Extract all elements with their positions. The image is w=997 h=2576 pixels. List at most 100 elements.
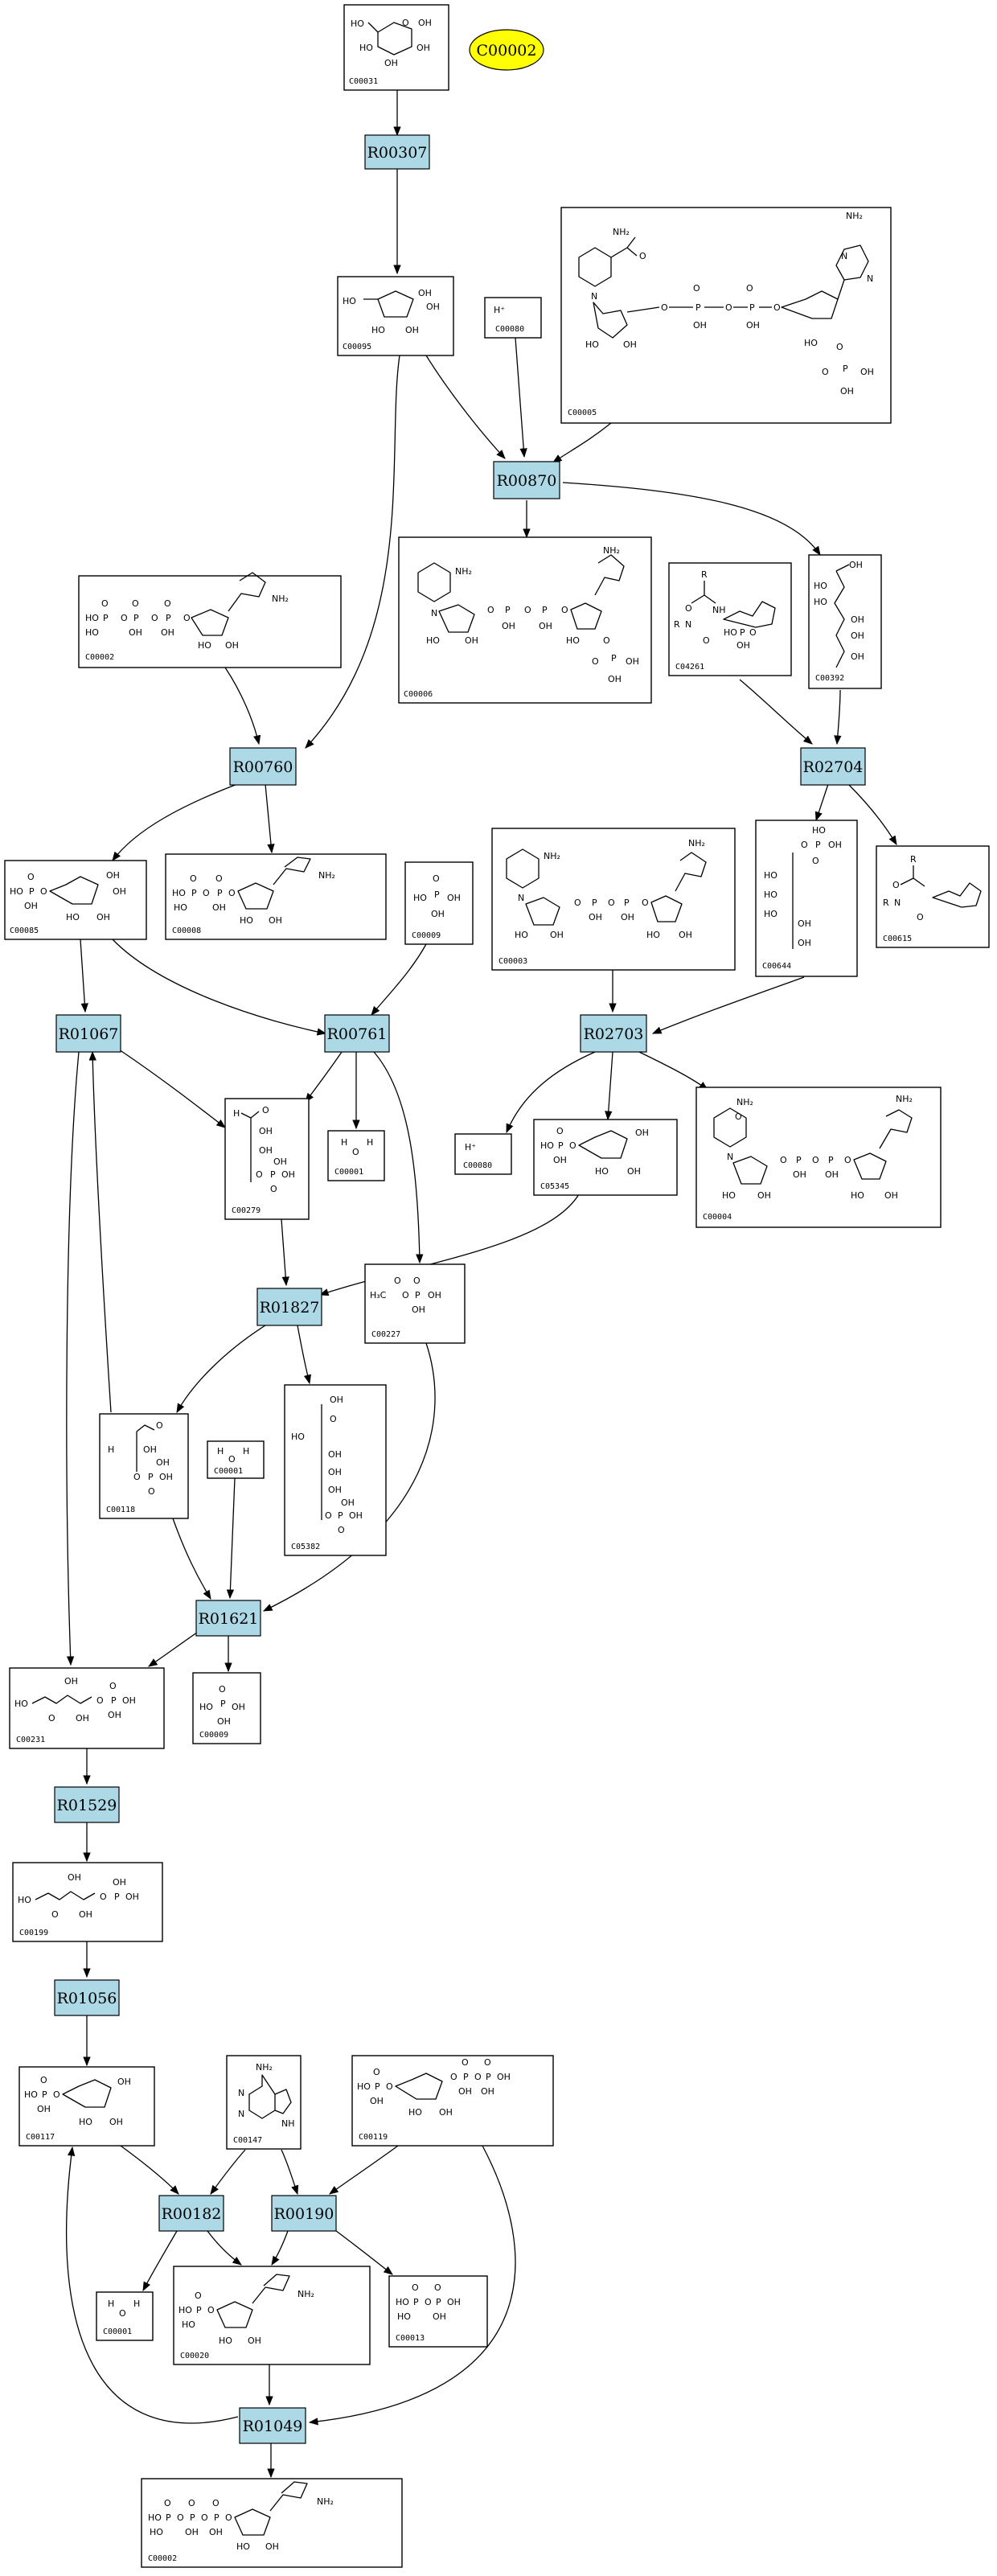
- compound-c00031[interactable]: O OH HO HO OH OH C00031: [343, 4, 449, 91]
- compound-c00147[interactable]: NH₂ N N NH C00147: [226, 2055, 302, 2150]
- atom-label: O: [177, 2512, 184, 2523]
- atom-label: NH₂: [318, 870, 335, 881]
- reaction-r01056[interactable]: R01056: [54, 1979, 120, 2016]
- proton-text: H⁺: [465, 1142, 476, 1152]
- compound-c00004[interactable]: NH₂ O N HO OH O P OH O P OH O NH₂ HO OH …: [695, 1087, 942, 1228]
- reaction-r00760[interactable]: R00760: [229, 747, 297, 786]
- compound-c00008[interactable]: HO P O P O O O HO OH NH₂ HO OH C00008: [165, 853, 387, 940]
- atom-label: H: [233, 1108, 240, 1119]
- compound-c00005[interactable]: NH₂ O N HO OH O P OH O O P OH O O: [560, 207, 892, 424]
- atom-label: O: [746, 283, 753, 294]
- atom-label: NH₂: [846, 211, 863, 221]
- edge-c00119-r00190: [329, 2145, 399, 2195]
- reaction-r01067[interactable]: R01067: [55, 1014, 121, 1053]
- atom-label: P: [749, 302, 755, 313]
- compound-c00006[interactable]: NH₂ N HO OH O P OH O P OH O NH₂ HO O P O…: [398, 536, 652, 704]
- compound-c00615[interactable]: R O R N O C00615: [876, 845, 990, 948]
- compound-c00002-bottom[interactable]: HO P O P O P O O O O HO OH OH NH₂ HO OH …: [141, 2478, 403, 2568]
- atom-label: HO: [764, 909, 777, 919]
- atom-label: O: [749, 627, 757, 638]
- compound-c00001-upper[interactable]: H O H C00001: [327, 1130, 385, 1181]
- compound-c00199[interactable]: HO OH O OH O P OH OH C00199: [12, 1862, 163, 1942]
- compound-label: C00199: [19, 1929, 48, 1937]
- atom-label: P: [558, 1140, 564, 1151]
- compound-c00119[interactable]: HO P O O OH O P O P OH O O OH OH HO OH C…: [351, 2055, 554, 2147]
- reaction-r00182[interactable]: R00182: [158, 2195, 224, 2232]
- compound-c00009-lower[interactable]: O P HO OH OH C00009: [192, 1672, 261, 1744]
- edge-c00002a-r00760: [224, 667, 261, 746]
- compound-c00013[interactable]: HO P O P OH O O HO OH C00013: [388, 2275, 488, 2348]
- compound-label: C00001: [334, 1168, 363, 1177]
- atom-label: P: [190, 2512, 195, 2523]
- compound-c00001-middle[interactable]: H O H C00001: [207, 1440, 265, 1479]
- reaction-r00761[interactable]: R00761: [324, 1014, 390, 1053]
- atp-structure-icon: HO P O P O P O O O O HO OH OH NH₂ HO OH: [148, 2481, 334, 2552]
- atom-label: O: [450, 2072, 457, 2082]
- atom-label: HO: [10, 886, 23, 897]
- atom-label: O: [642, 898, 649, 908]
- compound-c00279[interactable]: H O OH OH OH O P OH O C00279: [224, 1098, 310, 1220]
- atom-label: O: [121, 613, 128, 623]
- reaction-r00870[interactable]: R00870: [493, 461, 560, 499]
- atom-label: P: [166, 613, 171, 623]
- atom-label: O: [524, 605, 531, 615]
- reaction-r01621[interactable]: R01621: [195, 1600, 261, 1637]
- atom-label: HO: [24, 2089, 38, 2100]
- edge-c00279-r01827: [281, 1218, 289, 1287]
- compound-c00095[interactable]: HO OH OH HO OH C00095: [337, 276, 454, 356]
- water-structure-icon: H O H: [108, 2299, 140, 2319]
- atom-label: OH: [793, 1169, 806, 1180]
- compound-c00020[interactable]: HO P O O HO NH₂ HO OH C00020: [173, 2266, 371, 2365]
- compound-c00392[interactable]: OH HO HO OH OH OH C00392: [808, 554, 882, 689]
- compound-c00085[interactable]: HO P O O OH OH OH HO OH C00085: [4, 860, 147, 940]
- compound-c04261[interactable]: R O NH R N O HO P O OH C04261: [668, 562, 792, 676]
- compound-c00080-lower[interactable]: H⁺ C00080: [454, 1133, 512, 1175]
- atom-label: OH: [273, 1157, 287, 1167]
- compound-c00117[interactable]: HO P O O OH OH HO OH C00117: [18, 2066, 155, 2147]
- compound-c00003[interactable]: NH₂ N HO OH O P OH O P OH O NH₂ HO OH C0…: [491, 828, 736, 971]
- atom-label: O: [51, 1909, 59, 1920]
- atom-label: OH: [384, 58, 398, 68]
- edge-r00870-c00392: [562, 482, 821, 556]
- prpp-structure-icon: HO P O O OH O P O P OH O O OH OH HO OH: [357, 2057, 511, 2118]
- reaction-r01049[interactable]: R01049: [239, 2407, 306, 2444]
- edge-c00001b-r01621: [226, 1477, 236, 1600]
- atom-label: OH: [736, 640, 750, 651]
- compound-c00001-lower[interactable]: H O H C00001: [96, 2291, 154, 2341]
- reaction-r02704[interactable]: R02704: [800, 747, 866, 786]
- compound-label: C00002: [148, 2554, 177, 2563]
- compound-c00227[interactable]: H₃C O O P OH O OH C00227: [364, 1263, 466, 1344]
- reaction-r02703[interactable]: R02703: [580, 1014, 647, 1053]
- reaction-r00307[interactable]: R00307: [364, 134, 430, 170]
- compound-c05345[interactable]: HO P O O OH OH HO OH C05345: [533, 1119, 678, 1196]
- compound-c00644[interactable]: HO O P OH O HO HO HO OH OH C00644: [755, 820, 858, 977]
- water-structure-icon: H O H: [341, 1137, 373, 1157]
- atom-label: HO: [426, 635, 440, 646]
- reaction-r01827[interactable]: R01827: [256, 1288, 322, 1326]
- amp-structure-icon: HO P O O HO NH₂ HO OH: [178, 2274, 314, 2346]
- compound-c00002-top[interactable]: HO P O P O P O HO OH OH O O O NH₂ HO OH …: [78, 572, 342, 668]
- compound-c00118[interactable]: O H OH OH O P OH O C00118: [99, 1413, 189, 1519]
- atom-label: N: [841, 251, 847, 261]
- pentulose-phosphate-structure-icon: HO OH O OH O P OH O OH: [14, 1676, 136, 1723]
- atom-label: H: [133, 2299, 140, 2309]
- atom-label: HO: [812, 825, 826, 836]
- compound-label: C00147: [233, 2136, 262, 2145]
- reaction-r01529[interactable]: R01529: [54, 1786, 120, 1823]
- reaction-label: R01621: [199, 1610, 259, 1628]
- compound-c00080-top[interactable]: H⁺ C00080: [484, 297, 542, 339]
- hexose-structure-icon: O OH HO HO OH OH: [351, 18, 432, 68]
- reaction-r00190[interactable]: R00190: [271, 2195, 337, 2232]
- atom-label: P: [592, 898, 597, 908]
- compound-c05382[interactable]: OH O HO OH OH OH OH O P OH O C05382: [284, 1384, 387, 1556]
- atom-label: O: [228, 1454, 236, 1465]
- atom-label: P: [611, 653, 617, 664]
- atom-label: P: [114, 1892, 120, 1902]
- edge-r01049-c00117: [65, 2146, 239, 2424]
- compound-label: C00080: [495, 325, 524, 334]
- compound-c00231[interactable]: HO OH O OH O P OH O OH C00231: [9, 1667, 165, 1749]
- acetyl-phosphate-structure-icon: H₃C O O P OH O OH: [370, 1276, 441, 1315]
- atom-label: P: [148, 1472, 154, 1482]
- atom-label: OH: [113, 886, 126, 897]
- compound-c00009-upper[interactable]: O P HO OH OH C00009: [404, 861, 474, 945]
